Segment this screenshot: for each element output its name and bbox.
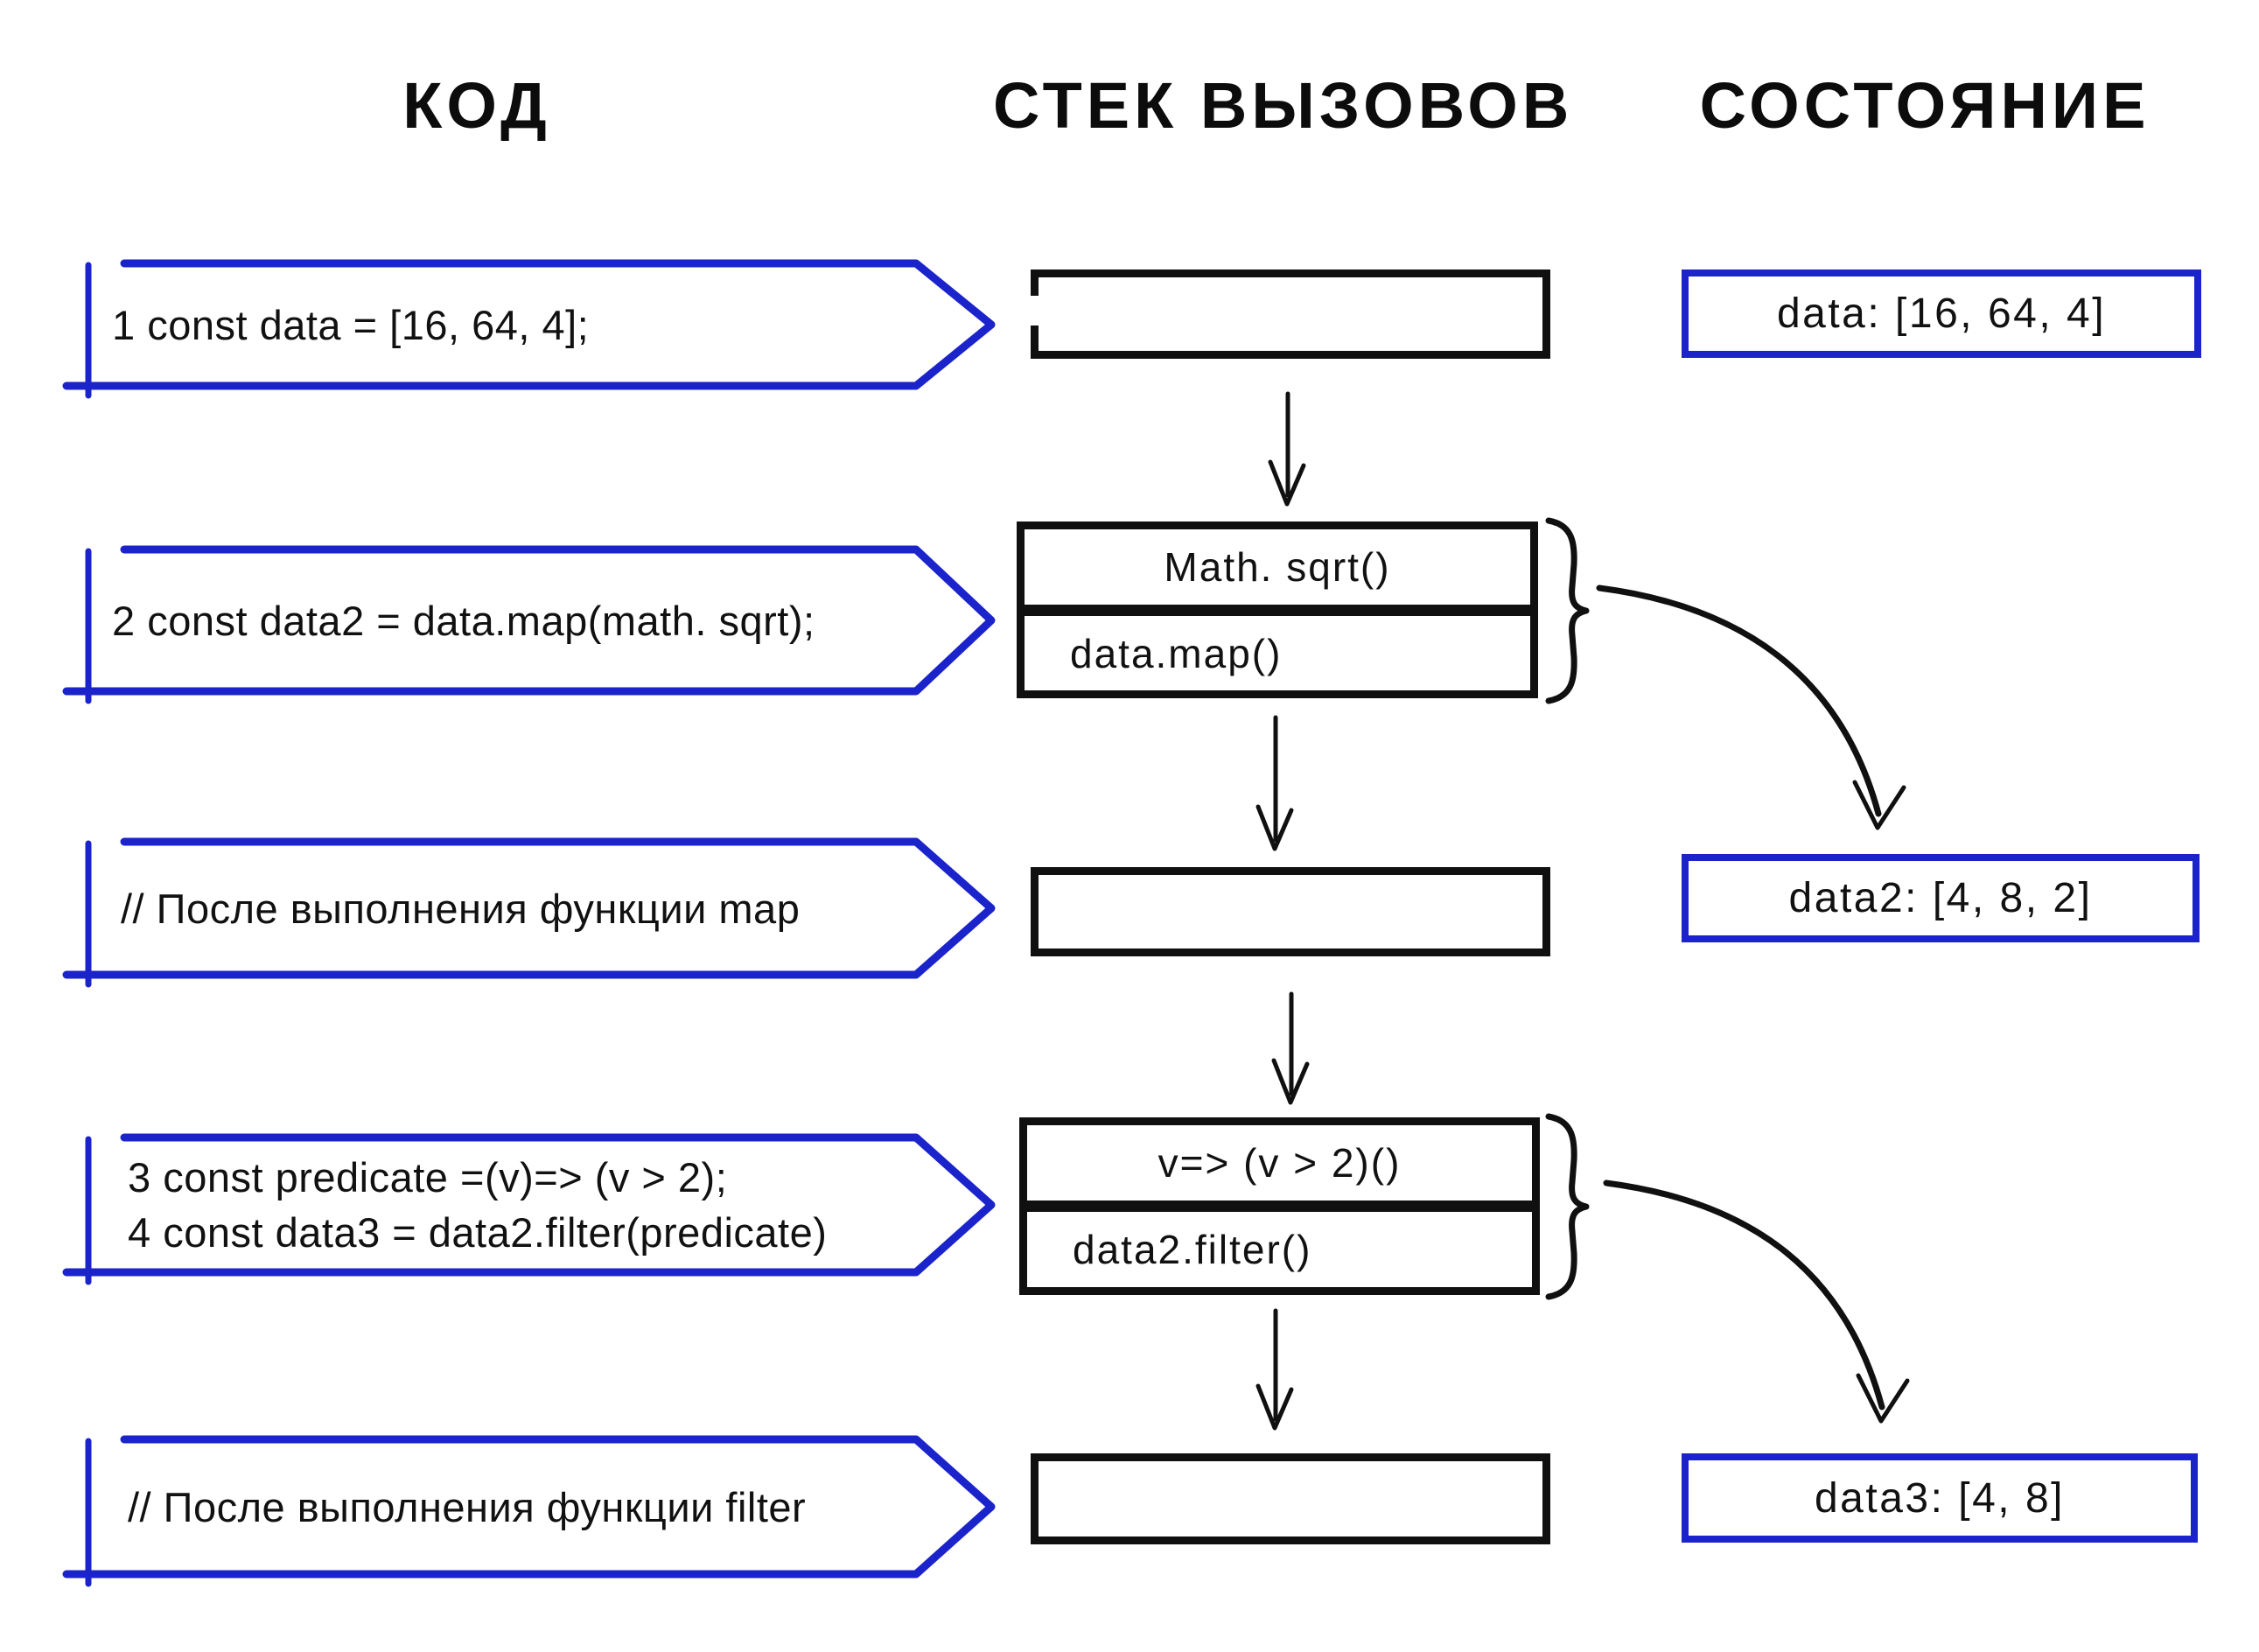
- code-step-2: 2 const data2 = data.map(math. sqrt);: [112, 550, 899, 691]
- code-step-1: 1 const data = [16, 64, 4];: [112, 263, 899, 386]
- code-arrow-shape-3: [62, 837, 996, 988]
- code-arrow-shape-1: [62, 259, 996, 399]
- code-step-4: 3 const predicate =(v)=> (v > 2); 4 cons…: [128, 1138, 915, 1272]
- result-arrow-map: [1596, 584, 1906, 830]
- stack-frame-empty-2: [1031, 867, 1550, 956]
- stack-frame-predicate: v=> (v > 2)(): [1019, 1117, 1540, 1208]
- stack-frame-label: data.map(): [1070, 630, 1283, 676]
- column-header-code: КОД: [402, 69, 551, 142]
- code-line: 4 const data3 = data2.filter(predicate): [128, 1209, 828, 1256]
- stack-frame-label: v=> (v > 2)(): [1157, 1140, 1402, 1186]
- column-header-state: СОСТОЯНИЕ: [1699, 69, 2151, 142]
- state-box-data: data: [16, 64, 4]: [1682, 270, 2201, 358]
- code-line: // После выполнения функции map: [121, 885, 801, 932]
- stack-brace-map: [1545, 517, 1590, 704]
- arrow-down-icon-4: [1255, 1308, 1294, 1431]
- stack-frame-data-map: data.map(): [1017, 608, 1538, 698]
- code-line: 3 const predicate =(v)=> (v > 2);: [128, 1154, 728, 1200]
- result-arrow-filter: [1603, 1180, 1910, 1424]
- arrow-down-icon-2: [1255, 715, 1294, 851]
- code-arrow-shape-5: [62, 1435, 996, 1587]
- stack-frame-empty-3: [1031, 1453, 1550, 1544]
- code-line: // После выполнения функции filter: [128, 1483, 807, 1530]
- code-step-3: // После выполнения функции map: [121, 842, 908, 975]
- state-box-data2: data2: [4, 8, 2]: [1682, 854, 2200, 942]
- sketch-gap: [1025, 296, 1039, 326]
- state-value: data3: [4, 8]: [1814, 1474, 2066, 1522]
- code-arrow-shape-4: [62, 1133, 996, 1285]
- code-line: 2 const data2 = data.map(math. sqrt);: [112, 597, 815, 644]
- code-line: 1 const data = [16, 64, 4];: [112, 301, 590, 348]
- state-box-data3: data3: [4, 8]: [1682, 1453, 2198, 1543]
- stack-frame-math-sqrt: Math. sqrt(): [1017, 522, 1538, 612]
- arrow-down-icon-3: [1271, 991, 1310, 1105]
- arrow-down-icon-1: [1268, 391, 1306, 507]
- state-value: data2: [4, 8, 2]: [1788, 875, 2093, 921]
- column-header-callstack: СТЕК ВЫЗОВОВ: [993, 69, 1574, 142]
- code-arrow-shape-2: [62, 545, 996, 704]
- stack-brace-filter: [1545, 1113, 1590, 1300]
- stack-frame-label: data2.filter(): [1073, 1227, 1312, 1272]
- stack-frame-empty-1: [1031, 270, 1550, 359]
- state-value: data: [16, 64, 4]: [1776, 290, 2107, 337]
- code-step-5: // После выполнения функции filter: [128, 1439, 915, 1574]
- stack-frame-data2-filter: data2.filter(): [1019, 1204, 1540, 1295]
- stack-frame-label: Math. sqrt(): [1164, 544, 1391, 590]
